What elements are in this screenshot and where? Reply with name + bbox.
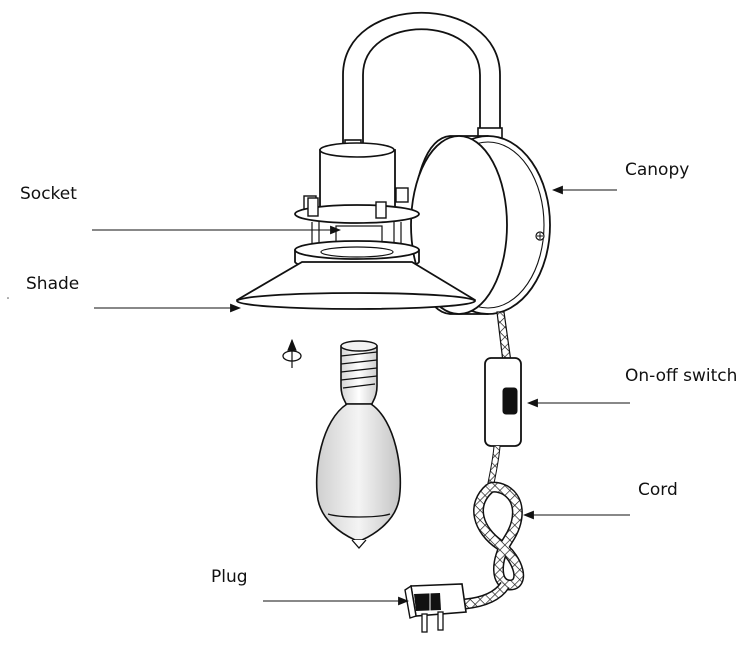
shade [236, 261, 476, 310]
socket-assembly [294, 142, 420, 271]
label-socket: Socket [20, 184, 77, 204]
plug [404, 583, 467, 633]
canopy-plate [410, 135, 551, 315]
label-plug: Plug [211, 567, 248, 587]
rotate-icon [282, 338, 302, 368]
label-on-off-switch: On-off switch [625, 366, 738, 386]
gooseneck-arm [342, 11, 503, 149]
label-canopy: Canopy [625, 160, 690, 180]
cord [464, 311, 525, 610]
edison-bulb [315, 340, 402, 549]
label-cord: Cord [638, 480, 678, 500]
label-shade: Shade [26, 274, 80, 294]
